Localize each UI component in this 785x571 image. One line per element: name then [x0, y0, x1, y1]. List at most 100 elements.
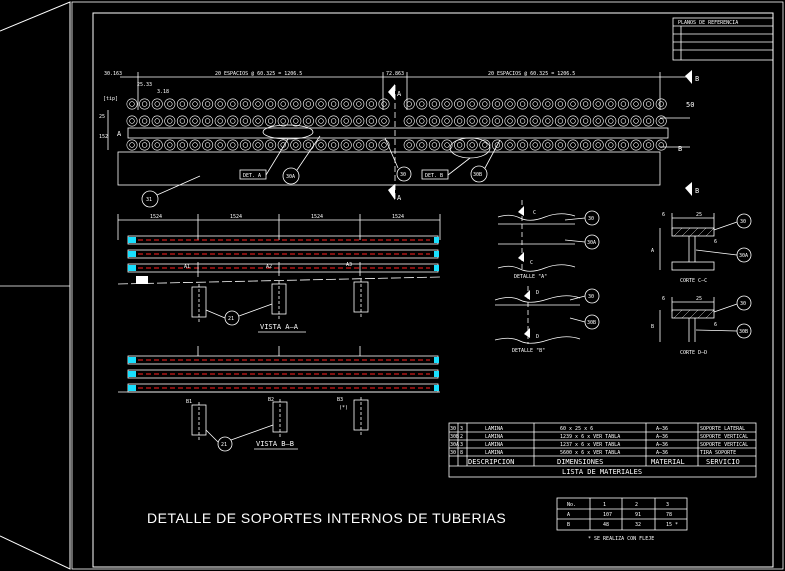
tube-circle: [441, 98, 453, 110]
thickness-cell: 32: [635, 522, 641, 528]
materials-cell-qty: 2: [460, 434, 463, 440]
tube-bore: [343, 142, 349, 148]
corte-c-bubble-1: [736, 213, 752, 229]
tube-circle: [517, 98, 529, 110]
materials-cell-dim: 5600 x 6 x VER TABLA: [560, 450, 620, 456]
tube-circle: [328, 98, 340, 110]
tube-circle: [151, 98, 163, 110]
tube-circle: [176, 139, 188, 151]
dim-a-3: 1524: [311, 214, 323, 220]
tube-bore: [318, 142, 324, 148]
tube-circle: [202, 98, 214, 110]
tube-bore: [595, 101, 601, 107]
tube-circle: [441, 115, 453, 127]
tube-bore: [368, 101, 375, 107]
tube-bore: [570, 118, 576, 124]
tube-bore: [204, 142, 211, 148]
tube-bore: [217, 142, 223, 148]
tube-bore: [204, 101, 211, 107]
tube-bore: [419, 101, 425, 107]
section-a-top: A: [397, 90, 402, 98]
dim-a-1: 1524: [150, 214, 162, 220]
tube-bore: [482, 101, 488, 107]
tube-bore: [431, 118, 438, 124]
materials-cell-desc: LAMINA: [485, 426, 503, 432]
mat-header-serv: SERVICIO: [706, 458, 740, 466]
thickness-cell: A: [567, 512, 570, 518]
tube-bore: [330, 118, 337, 124]
tube-circle: [567, 115, 579, 127]
reference-plans-title: PLANOS DE REFERENCIA: [678, 20, 738, 26]
tube-circle: [630, 115, 642, 127]
tube-circle: [189, 139, 201, 151]
tube-circle: [328, 115, 340, 127]
tube-bore: [570, 101, 576, 107]
tube-bore: [368, 118, 375, 124]
tube-bore: [469, 118, 475, 124]
mat-header-dim: DIMENSIONES: [557, 458, 603, 466]
corte-d-dim-top: 25: [696, 296, 702, 302]
tube-bore: [192, 118, 198, 124]
tube-circle: [655, 139, 667, 151]
tube-bore: [179, 101, 186, 107]
tube-bore: [406, 101, 412, 107]
tube-bore: [154, 101, 160, 107]
tube-circle: [214, 115, 226, 127]
tube-circle: [189, 98, 201, 110]
materials-cell-qty: 8: [460, 450, 463, 456]
tube-circle: [580, 115, 592, 127]
tube-circle: [416, 98, 428, 110]
materials-cell-desc: LAMINA: [485, 450, 503, 456]
tube-circle: [605, 115, 617, 127]
tube-bore: [444, 118, 450, 124]
tube-circle: [290, 139, 302, 151]
tube-circle: [517, 139, 529, 151]
materials-cell-serv: SOPORTE VERTICAL: [700, 442, 748, 448]
section-a-bottom: A: [397, 194, 402, 202]
tube-circle: [529, 139, 541, 151]
tube-circle: [617, 139, 629, 151]
tube-bore: [141, 101, 148, 107]
tube-bore: [381, 118, 387, 124]
tube-bore: [507, 118, 513, 124]
tube-bore: [557, 101, 564, 107]
materials-cell-qty: 3: [460, 426, 463, 432]
tube-circle: [202, 115, 214, 127]
tube-bore: [519, 118, 526, 124]
tube-circle: [252, 98, 264, 110]
tube-bore: [456, 101, 463, 107]
tube-bore: [179, 142, 186, 148]
tube-circle: [655, 98, 667, 110]
tube-circle: [302, 139, 314, 151]
elevation-view: 20 ESPACIOS @ 60.325 = 1206.5 20 ESPACIO…: [99, 70, 699, 208]
tube-bore: [330, 142, 337, 148]
tube-bore: [582, 118, 589, 124]
tube-bore: [167, 101, 173, 107]
tube-circle: [403, 139, 415, 151]
tube-circle: [592, 115, 604, 127]
dim-vert-2: 152: [99, 134, 108, 140]
section-b-bottom: B: [695, 187, 699, 195]
tube-circle: [605, 139, 617, 151]
corte-c-dim-6a: 6: [662, 212, 665, 218]
dim-small-2: 3.18: [157, 89, 169, 95]
thickness-cell: 107: [603, 512, 612, 518]
tube-circle: [466, 115, 478, 127]
tube-circle: [202, 139, 214, 151]
detail-a-sec-bottom: C: [530, 260, 533, 266]
tube-bore: [633, 142, 639, 148]
tube-bore: [192, 142, 198, 148]
tube-circle: [454, 115, 466, 127]
tube-bore: [482, 142, 488, 148]
dim-vert-1: 25: [99, 114, 105, 120]
section-d: 25 B 6 6 30 30B CORTE D—D: [651, 295, 752, 356]
tube-bore: [406, 118, 412, 124]
dim-50: 50: [686, 101, 694, 109]
tube-bore: [267, 142, 274, 148]
tube-circle: [277, 139, 289, 151]
tube-bore: [532, 142, 538, 148]
materials-cell-mat: A—36: [656, 434, 668, 440]
